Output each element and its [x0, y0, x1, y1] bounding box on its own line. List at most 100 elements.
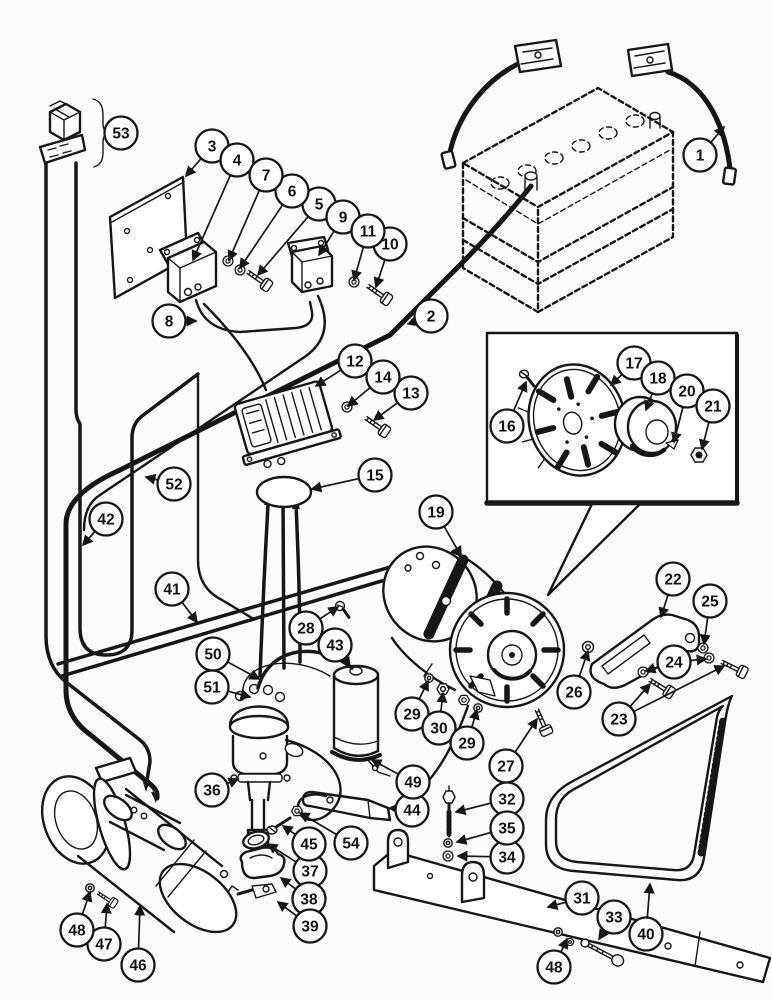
callout-balloon	[154, 571, 190, 607]
solenoid-terminal	[130, 806, 138, 814]
leader-line	[281, 825, 296, 836]
callout-balloon	[248, 157, 284, 193]
callout-12-11: 12	[314, 343, 373, 387]
callout-number: 39	[301, 919, 319, 936]
relay-b-feed-wire	[82, 294, 326, 532]
cover-38	[239, 846, 286, 880]
leader-line	[455, 831, 492, 845]
callout-number: 14	[374, 370, 392, 387]
callout-balloon	[365, 359, 401, 395]
leader-line	[227, 189, 261, 262]
battery-cell-cap	[571, 139, 591, 153]
washer-7	[222, 255, 234, 267]
regulator-terminal	[277, 456, 286, 466]
bolt-10	[363, 280, 395, 308]
callout-22-21: 22	[655, 561, 691, 619]
callout-6-5: 6	[239, 173, 310, 270]
callout-37-37: 37	[266, 843, 328, 889]
callout-24-23: 24	[644, 644, 708, 680]
leader-line	[578, 649, 591, 677]
callout-balloon	[151, 303, 187, 339]
harness-wire-loop-42	[74, 161, 200, 657]
leader-line	[310, 477, 360, 493]
callout-number: 2	[427, 309, 436, 326]
vacuum-pod	[284, 742, 304, 758]
callout-36-36: 36	[194, 772, 240, 808]
callout-number: 42	[97, 512, 114, 529]
callout-number: 13	[402, 386, 420, 403]
screw-45	[266, 816, 292, 835]
callout-8-7: 8	[151, 303, 198, 339]
callout-23-22: 23	[601, 665, 726, 737]
leader-line	[418, 679, 429, 700]
relay-a	[158, 231, 218, 304]
distributor-loop-wire	[284, 738, 342, 822]
callout-balloon	[418, 494, 454, 530]
leader-line	[710, 125, 726, 144]
callout-number: 43	[326, 638, 344, 655]
leader-line	[314, 369, 342, 387]
callout-38-38: 38	[279, 877, 327, 917]
leader-line	[239, 204, 284, 270]
washer-25a	[697, 642, 709, 654]
battery-cable-2	[63, 183, 534, 801]
leader-line	[372, 402, 399, 421]
leader-line	[184, 157, 202, 178]
solenoid-terminal	[140, 812, 148, 820]
washer-26	[581, 640, 595, 654]
callout-balloon	[564, 880, 600, 916]
starter-end-cap	[158, 862, 238, 934]
harness-wire-left	[44, 161, 152, 788]
callout-balloon	[393, 375, 429, 411]
leader-line	[298, 812, 338, 836]
callout-35-35: 35	[455, 810, 525, 846]
callout-balloon	[628, 916, 664, 952]
callout-balloon	[317, 627, 353, 663]
callout-balloon	[156, 466, 192, 502]
callout-number: 8	[165, 314, 174, 331]
battery-band-line	[461, 207, 675, 286]
bolt-33	[580, 938, 625, 967]
battery-group	[440, 38, 737, 314]
leader-line	[698, 421, 710, 451]
callout-number: 37	[301, 864, 318, 881]
alternator-lug	[469, 675, 496, 697]
callout-45-45: 45	[281, 825, 327, 862]
callout-19-18: 19	[418, 494, 462, 558]
washer-29a	[424, 673, 434, 683]
callout-balloon	[536, 949, 572, 985]
callout-number: 53	[112, 126, 130, 143]
callout-16-15: 16	[489, 380, 528, 444]
callout-number: 46	[129, 958, 147, 975]
leader-line	[558, 937, 569, 953]
callout-number: 23	[610, 712, 628, 729]
leader-line	[144, 473, 159, 485]
relay-regulator-wire	[202, 302, 268, 392]
callout-balloon	[103, 115, 139, 151]
battery-ledge-line	[465, 149, 671, 225]
gasket-37	[242, 830, 270, 850]
washer-24b	[703, 652, 715, 664]
callout-balloon	[194, 669, 230, 705]
voltage-regulator	[233, 380, 342, 469]
callout-balloon	[357, 457, 393, 493]
callout-number: 34	[498, 850, 516, 867]
leader-line	[81, 890, 93, 915]
callout-30-29: 30	[421, 691, 457, 746]
callout-balloon	[695, 388, 731, 424]
battery-right-face	[536, 130, 675, 314]
leader-line	[181, 601, 199, 624]
callout-7-6: 7	[227, 157, 284, 262]
callout-14-13: 14	[346, 359, 401, 408]
leader-line	[514, 717, 538, 753]
callout-balloon	[88, 501, 124, 537]
callout-number: 20	[678, 384, 695, 401]
callout-balloon	[194, 772, 230, 808]
leader-line	[340, 656, 351, 669]
bolt-5	[243, 266, 275, 294]
callout-46-46: 46	[120, 904, 156, 983]
alternator	[382, 545, 566, 709]
callout-15-14: 15	[310, 457, 393, 493]
callout-balloon	[489, 810, 525, 846]
callout-9-8: 9	[318, 199, 361, 257]
